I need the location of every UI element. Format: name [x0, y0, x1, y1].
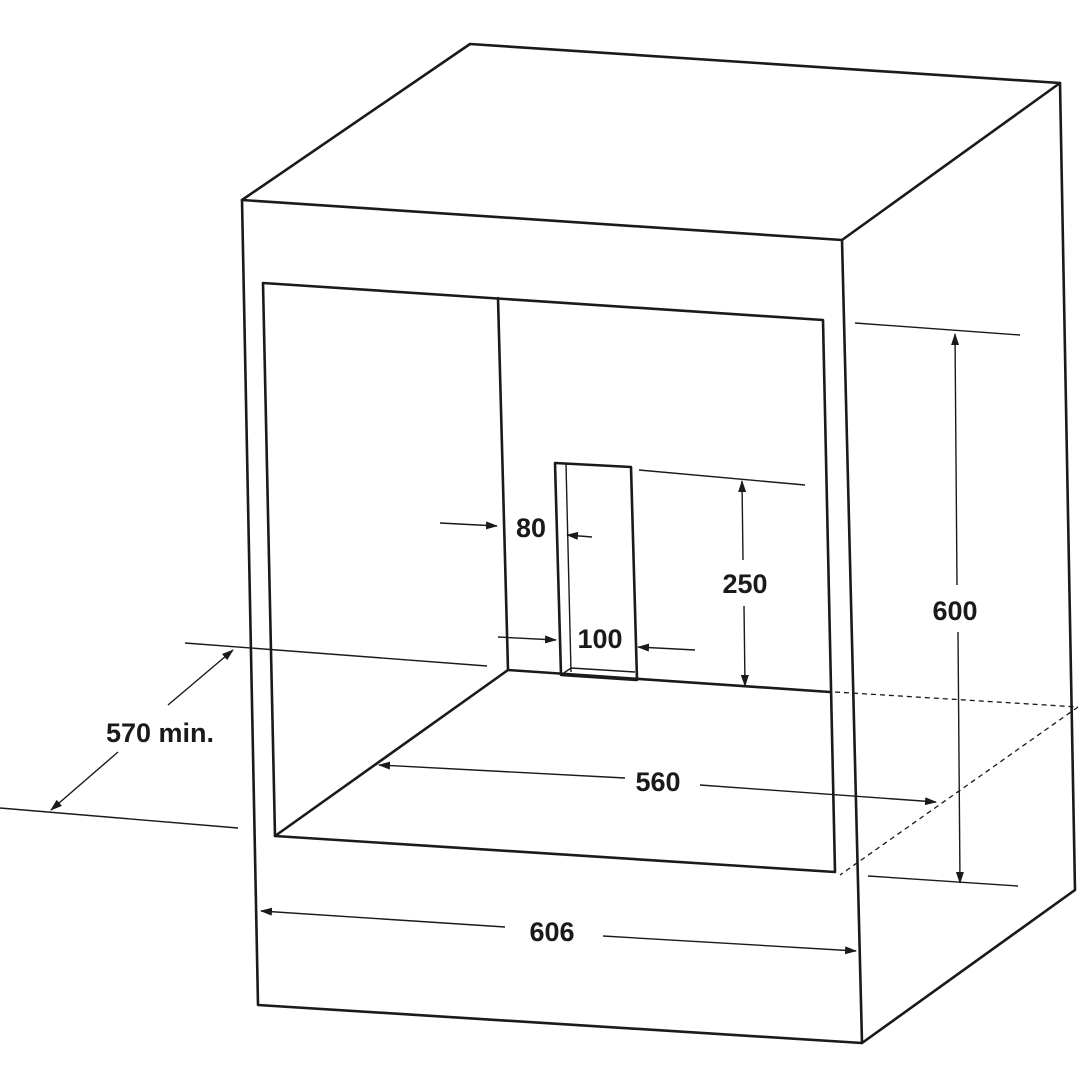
- label-100: 100: [577, 624, 622, 654]
- label-570-min: 570 min.: [106, 718, 214, 748]
- ventilation-cutout: [553, 461, 639, 682]
- label-250: 250: [722, 569, 767, 599]
- dimension-100: 100: [497, 624, 696, 654]
- dimension-250: 250: [638, 469, 806, 687]
- label-606: 606: [529, 917, 574, 947]
- dimension-606: 606: [260, 907, 857, 955]
- label-600: 600: [932, 596, 977, 626]
- dimension-560: 560: [378, 761, 937, 806]
- dimension-570-min: 570 min.: [0, 642, 488, 829]
- label-80: 80: [516, 513, 546, 543]
- dimension-600: 600: [854, 322, 1021, 887]
- dimension-80: 80: [439, 513, 593, 543]
- cabinet-outline: [240, 42, 1077, 1045]
- label-560: 560: [635, 767, 680, 797]
- dashed-floor-projection: [834, 691, 1079, 876]
